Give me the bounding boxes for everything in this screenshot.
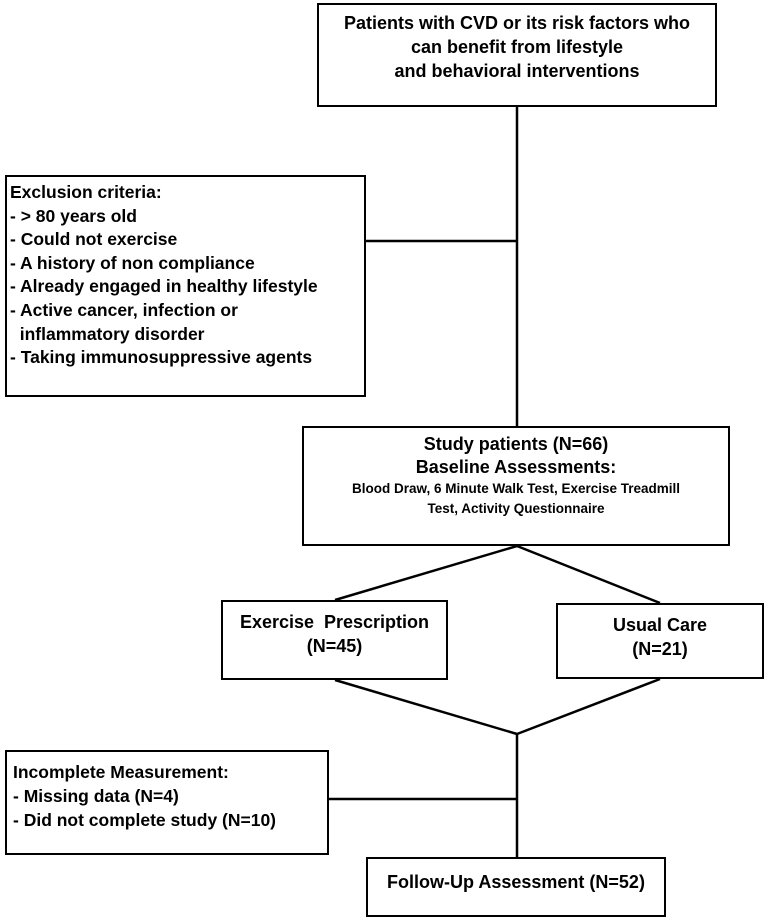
incomplete-item: - Missing data (N=4): [13, 786, 179, 806]
box-usual-care: Usual Care (N=21): [556, 603, 764, 679]
connector-merge-left: [334, 678, 518, 736]
study-count: Study patients (N=66): [423, 434, 609, 454]
box-eligible-patients: Patients with CVD or its risk factors wh…: [317, 3, 717, 107]
incomplete-title: Incomplete Measurement:: [13, 762, 229, 782]
exclusion-item: - Could not exercise: [10, 229, 178, 250]
exclusion-title: Exclusion criteria:: [10, 182, 162, 202]
follow-up-label: Follow-Up Assessment (N=52): [387, 872, 645, 892]
exercise-count: (N=45): [306, 636, 363, 656]
eligible-line-3: and behavioral interventions: [394, 61, 640, 81]
box-follow-up-assessment: Follow-Up Assessment (N=52): [366, 857, 666, 917]
exclusion-item: - Active cancer, infection or: [10, 299, 238, 320]
box-study-patients: Study patients (N=66) Baseline Assessmen…: [302, 426, 730, 546]
box-exclusion-criteria: Exclusion criteria: - > 80 years old - C…: [5, 175, 366, 397]
box-incomplete-measurement: Incomplete Measurement: - Missing data (…: [5, 750, 329, 855]
eligible-line-1: Patients with CVD or its risk factors wh…: [343, 13, 691, 33]
study-baseline-title: Baseline Assessments:: [415, 457, 617, 477]
exclusion-item: inflammatory disorder: [10, 323, 205, 344]
exclusion-item: - Already engaged in healthy lifestyle: [10, 276, 318, 297]
study-baseline-detail-2: Test, Activity Questionnaire: [427, 501, 605, 516]
connector-split-left: [334, 544, 518, 602]
connector-split-right: [516, 544, 661, 605]
box-exercise-prescription: Exercise Prescription (N=45): [221, 600, 448, 680]
exclusion-item: - A history of non compliance: [10, 252, 255, 273]
usual-care-label: Usual Care: [612, 615, 708, 635]
usual-care-count: (N=21): [632, 639, 688, 659]
exclusion-item: - > 80 years old: [10, 205, 137, 226]
study-baseline-detail-1: Blood Draw, 6 Minute Walk Test, Exercise…: [351, 481, 681, 496]
eligible-line-2: can benefit from lifestyle: [410, 37, 624, 57]
exclusion-item: - Taking immunosuppressive agents: [10, 347, 313, 368]
exercise-label: Exercise Prescription: [239, 612, 430, 632]
incomplete-item: - Did not complete study (N=10): [13, 810, 277, 830]
connector-merge-right: [516, 677, 661, 736]
